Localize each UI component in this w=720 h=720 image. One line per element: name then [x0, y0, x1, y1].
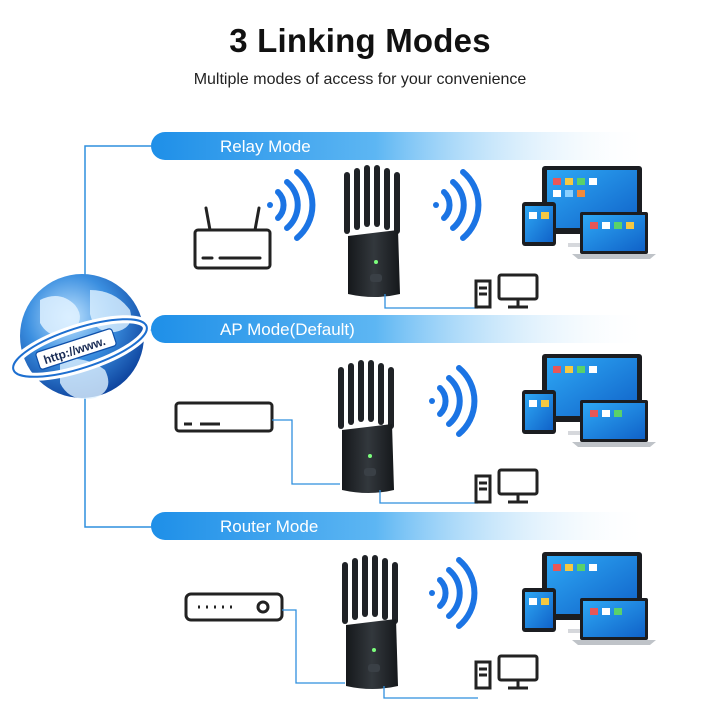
wifi-extender-device	[342, 555, 398, 689]
mode-band-relay	[151, 132, 650, 160]
globe-icon: http://www.	[9, 274, 151, 399]
wifi-extender-device	[338, 360, 394, 493]
wifi-signal-icon	[429, 557, 478, 629]
router-icon	[193, 206, 272, 270]
ethernet-cable	[383, 686, 478, 699]
ethernet-cable	[272, 419, 340, 485]
client-devices-icon	[522, 354, 656, 447]
ethernet-cable	[379, 490, 478, 504]
wifi-signal-icon	[267, 169, 316, 241]
modem-icon	[174, 401, 274, 433]
modem-icon	[184, 592, 284, 622]
client-devices-icon	[522, 166, 656, 259]
wifi-signal-icon	[433, 169, 482, 241]
desktop-pc-icon	[474, 654, 539, 690]
ethernet-cable	[282, 609, 345, 684]
client-devices-icon	[522, 552, 656, 645]
mode-label-relay: Relay Mode	[220, 137, 311, 156]
page-title: 3 Linking Modes	[229, 22, 491, 59]
mode-label-ap: AP Mode(Default)	[220, 320, 355, 339]
wifi-signal-icon	[429, 365, 478, 437]
mode-label-router: Router Mode	[220, 517, 319, 536]
desktop-pc-icon	[474, 273, 539, 309]
wifi-extender-device	[344, 165, 400, 297]
page-subtitle: Multiple modes of access for your conven…	[193, 71, 527, 88]
desktop-pc-icon	[474, 468, 539, 504]
ethernet-cable	[384, 294, 478, 309]
mode-band-router	[151, 512, 650, 540]
mode-band-ap	[151, 315, 650, 343]
